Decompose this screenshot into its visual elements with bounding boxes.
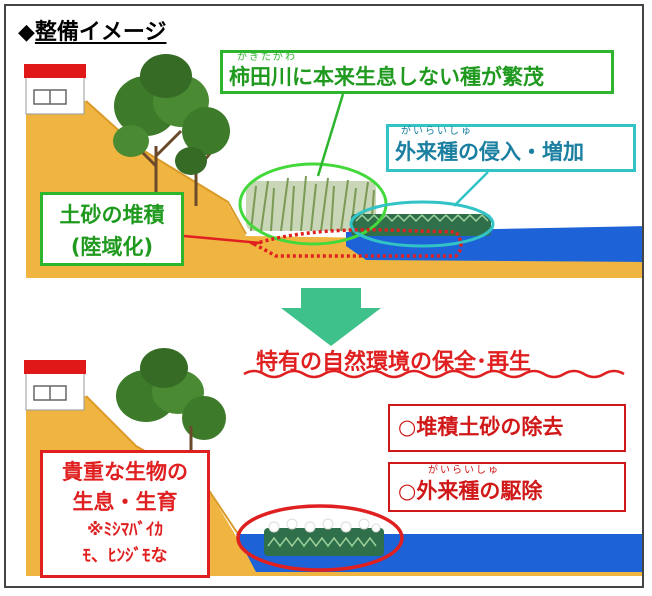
- title-text: 整備イメージ: [34, 20, 167, 45]
- tree-icon: [113, 54, 230, 206]
- figure-frame: ◆整備イメージ: [4, 4, 644, 588]
- reed-cluster: [246, 175, 376, 232]
- species-line1: 貴重な生物の: [62, 460, 188, 484]
- label-sediment-line2: (陸域化): [70, 235, 154, 259]
- ruby-gairaishu-2: がいらいしゅ: [428, 465, 500, 476]
- house-icon: [24, 360, 86, 411]
- figure-title: ◆整備イメージ: [18, 14, 166, 46]
- species-line4: ﾓ、ﾋﾝｼﾞﾓな: [82, 546, 168, 566]
- down-arrow-icon: [281, 288, 381, 346]
- ruby-gairaishu: がいらいしゅ: [401, 126, 473, 137]
- diamond-icon: ◆: [18, 20, 35, 45]
- alien-outline: [349, 200, 495, 248]
- label-alien-species: がいらいしゅ 外来種の侵入・増加: [386, 124, 636, 172]
- house-icon: [24, 64, 86, 115]
- label-sediment: 土砂の堆積 (陸域化): [40, 192, 184, 266]
- native-plant-mat: [264, 518, 384, 556]
- species-line3: ※ﾐｼﾏﾊﾞｲｶ: [86, 520, 164, 540]
- label-invasive-native-text: 柿田川に本来生息しない種が繁茂: [229, 65, 544, 89]
- action-remove-sediment-text: ○堆積土砂の除去: [398, 415, 564, 439]
- ruby-kakitagawa: かきたがわ: [237, 52, 297, 63]
- label-invasive-native: かきたがわ 柿田川に本来生息しない種が繁茂: [220, 50, 614, 94]
- action-remove-alien: がいらいしゅ ○外来種の駆除: [388, 462, 626, 512]
- native-outline: [236, 504, 404, 572]
- goal-wavy-line: [243, 369, 625, 379]
- tree-icon: [116, 348, 226, 456]
- label-alien-species-text: 外来種の侵入・増加: [395, 140, 584, 164]
- action-remove-alien-text: ○外来種の駆除: [398, 479, 543, 503]
- label-rare-species: 貴重な生物の 生息・生育 ※ﾐｼﾏﾊﾞｲｶ ﾓ、ﾋﾝｼﾞﾓな: [40, 450, 210, 578]
- species-line2: 生息・生育: [72, 490, 178, 514]
- sediment-outline: [249, 228, 463, 258]
- label-sediment-line1: 土砂の堆積: [59, 203, 165, 227]
- action-remove-sediment: ○堆積土砂の除去: [388, 404, 626, 452]
- goal-text: 特有の自然環境の保全･再生: [256, 350, 532, 375]
